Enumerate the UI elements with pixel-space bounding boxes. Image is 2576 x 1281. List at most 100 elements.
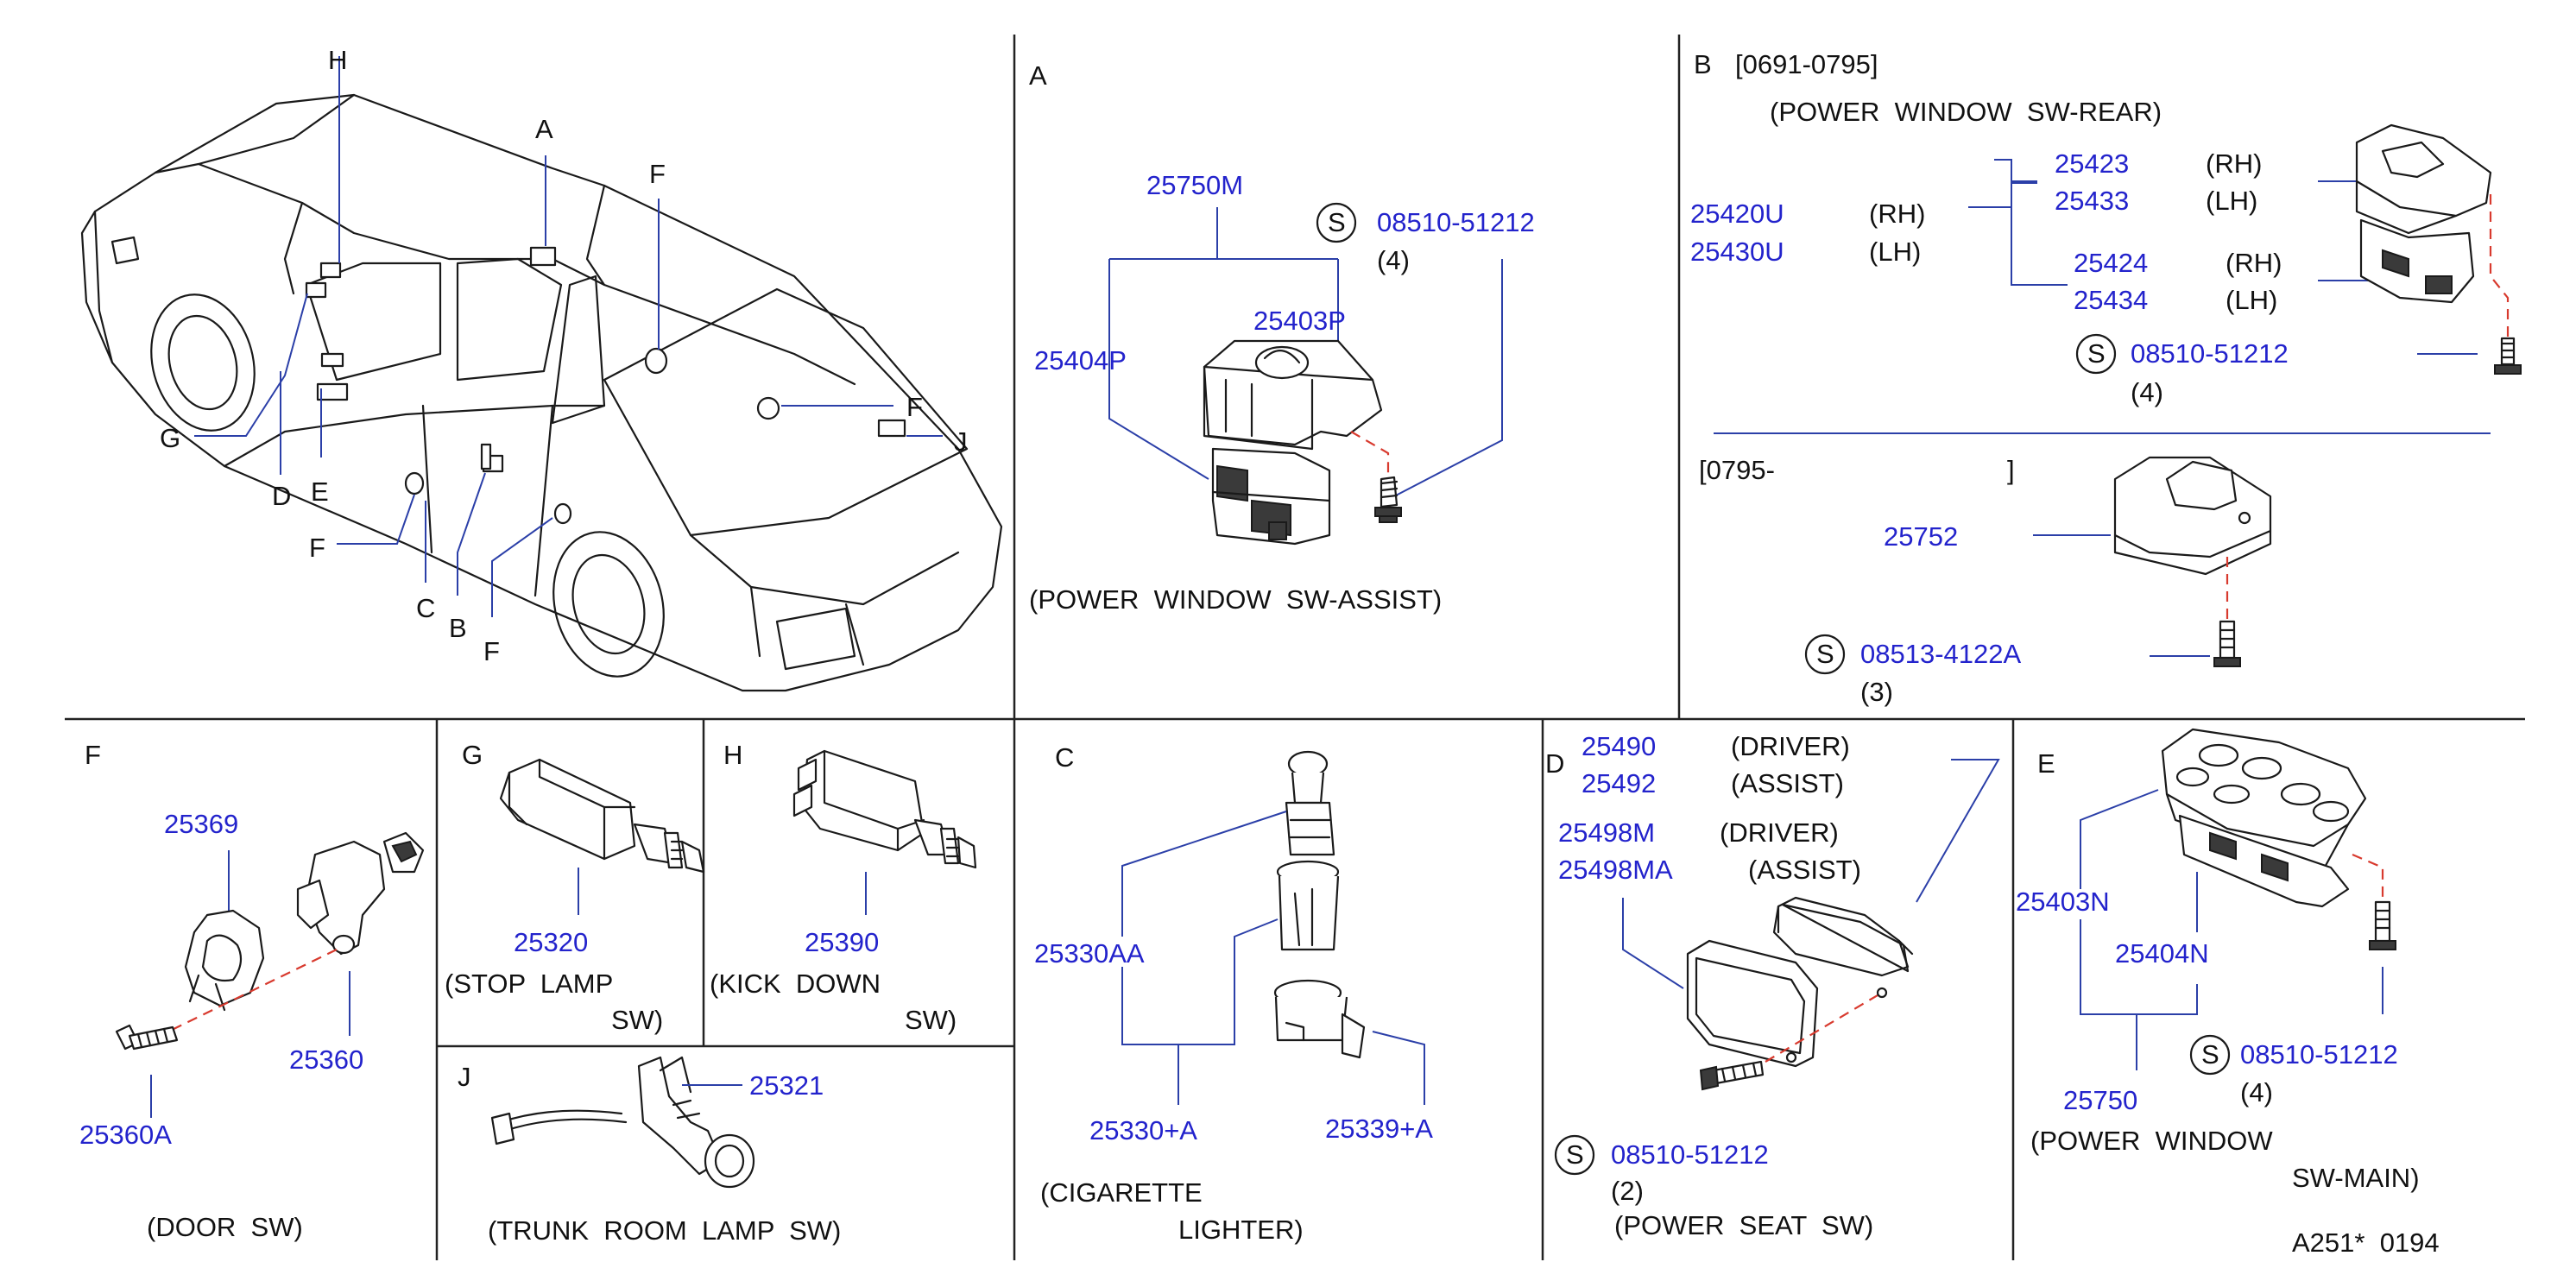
part-25750m: 25750M [1146,170,1243,200]
panel-b-screw2-symbol: S [1816,639,1834,669]
part-25390: 25390 [805,927,879,957]
panel-b-range2: [0795- [1699,455,1775,485]
panel-h-letter: H [723,740,742,770]
panel-f-letter: F [85,740,101,770]
panel-d-assist-1: (ASSIST) [1731,768,1844,798]
panel-d-driver-1: (DRIVER) [1731,731,1850,761]
panel-h-art [792,749,977,915]
part-25424: 25424 [2074,248,2148,278]
panel-e-screw-symbol: S [2201,1039,2219,1070]
panel-b-screw-part: 08510-51212 [2131,338,2289,369]
car-label-g: G [160,423,180,453]
panel-b-screw-qty: (4) [2131,377,2163,407]
panel-e-letter: E [2037,748,2055,779]
car-label-e: E [311,476,329,507]
car-label-a: A [535,114,553,144]
panel-a-screw-symbol: S [1328,207,1346,237]
panel-d-driver-2: (DRIVER) [1720,817,1839,848]
panel-b-range1: [0691-0795] [1735,49,1878,79]
car-label-j: J [954,426,968,457]
panel-d-caption: (POWER SEAT SW) [1614,1210,1873,1240]
panel-b-screw-symbol: S [2087,338,2106,369]
part-25750: 25750 [2063,1085,2137,1115]
part-25369: 25369 [164,809,238,839]
part-25320: 25320 [514,927,588,957]
part-25752: 25752 [1884,521,1958,552]
panel-j-caption: (TRUNK ROOM LAMP SW) [488,1215,841,1246]
car-illustration [80,56,1003,692]
panel-a-art [1108,202,1503,546]
car-label-c: C [416,593,435,623]
part-25430u: 25430U [1690,237,1784,267]
part-25498ma: 25498MA [1558,855,1673,885]
drawing-code: A251* 0194 [2292,1227,2440,1258]
panel-d-letter: D [1545,748,1564,779]
car-label-b: B [449,613,467,643]
panel-b-screw2-part: 08513-4122A [1860,639,2021,669]
panel-f-art [115,831,425,1118]
panel-b-letter: B [1694,49,1712,79]
part-25330aa: 25330AA [1034,938,1145,969]
panel-g-art [499,758,705,915]
panel-dividers [65,35,2525,1260]
part-25492: 25492 [1582,768,1656,798]
part-25360a: 25360A [79,1120,172,1150]
panel-b-lh1: (LH) [1869,237,1921,267]
panel-e-caption-1: (POWER WINDOW [2030,1126,2273,1156]
part-25404n: 25404N [2115,938,2209,969]
panel-f-caption: (DOOR SW) [147,1212,303,1242]
panel-b-lh3: (LH) [2226,285,2277,315]
panel-d-screw-qty: (2) [1611,1176,1644,1206]
part-25490: 25490 [1582,731,1656,761]
panel-a-letter: A [1029,60,1047,91]
panel-b-rh2: (RH) [2206,148,2262,179]
panel-c-caption-1: (CIGARETTE [1040,1177,1203,1208]
panel-b-rh3: (RH) [2226,248,2282,278]
panel-a-screw-part: 08510-51212 [1377,207,1535,237]
part-25423: 25423 [2055,148,2129,179]
car-label-f-roof: F [649,159,666,189]
part-25404p: 25404P [1034,345,1127,375]
panel-j-art [490,1056,755,1189]
panel-h-caption-2: SW) [905,1005,957,1035]
car-label-d: D [272,481,291,511]
part-25321: 25321 [749,1070,824,1101]
panel-g-caption-2: SW) [611,1005,663,1035]
panel-j-letter: J [458,1062,471,1092]
panel-c-caption-2: LIGHTER) [1178,1215,1304,1245]
part-25403n: 25403N [2016,887,2110,917]
panel-e-art [2080,728,2396,1076]
panel-b-screw2-qty: (3) [1860,677,1893,707]
part-25498m: 25498M [1558,817,1655,848]
panel-e-screw-part: 08510-51212 [2240,1039,2398,1070]
panel-b-art [1804,123,2522,675]
panel-c-letter: C [1055,742,1074,773]
panel-g-letter: G [462,740,483,770]
panel-d-screw-part: 08510-51212 [1611,1139,1769,1170]
part-25434: 25434 [2074,285,2148,315]
panel-c-art [1121,750,1425,1105]
panel-h-caption-1: (KICK DOWN [710,969,881,999]
panel-d-art [1554,759,2000,1176]
part-25330-a: 25330+A [1089,1115,1197,1145]
panel-d-assist-2: (ASSIST) [1748,855,1861,885]
part-25420u: 25420U [1690,199,1784,229]
panel-b-rh1: (RH) [1869,199,1925,229]
part-25433: 25433 [2055,186,2129,216]
panel-e-caption-2: SW-MAIN) [2292,1163,2420,1193]
car-label-f-rear-door: F [483,636,500,666]
part-25403p: 25403P [1253,306,1346,336]
panel-b-lh2: (LH) [2206,186,2257,216]
part-25360: 25360 [289,1044,363,1075]
panel-a-caption: (POWER WINDOW SW-ASSIST) [1029,584,1442,615]
car-label-f-door: F [309,533,325,563]
panel-b-title: (POWER WINDOW SW-REAR) [1770,97,2162,127]
part-25339-a: 25339+A [1325,1114,1433,1144]
panel-b-range2-end: ] [2007,455,2015,485]
panel-d-screw-symbol: S [1566,1139,1584,1170]
panel-g-caption-1: (STOP LAMP [445,969,613,999]
panel-a-screw-qty: (4) [1377,245,1410,275]
car-label-f-rear: F [906,392,923,422]
